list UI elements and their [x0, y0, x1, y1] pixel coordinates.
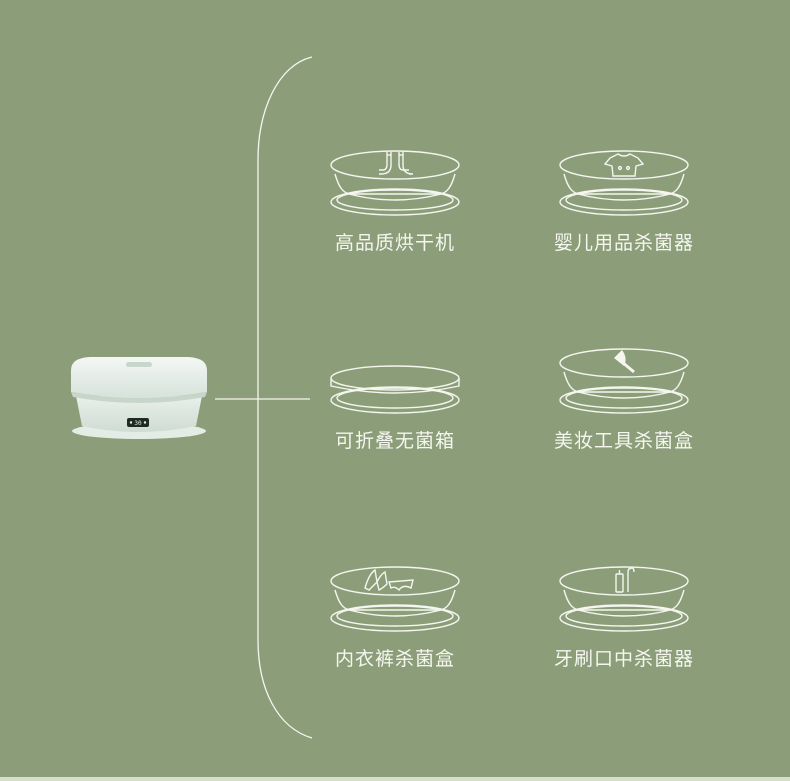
feature-item: 高品质烘干机 — [295, 148, 495, 255]
feature-label: 牙刷口中杀菌器 — [553, 648, 694, 670]
underwear-icon — [330, 566, 460, 632]
feature-label: 可折叠无菌箱 — [334, 430, 455, 452]
feature-item: 婴儿用品杀菌器 — [524, 148, 724, 255]
feature-item: 牙刷口中杀菌器 — [524, 564, 724, 671]
feature-item: 可折叠无菌箱 — [295, 346, 495, 453]
folded-box-icon — [330, 365, 460, 414]
feature-item: 美妆工具杀菌盒 — [524, 346, 724, 453]
feature-label: 美妆工具杀菌盒 — [553, 430, 694, 452]
sterilizer-device-image: 30 — [71, 357, 207, 439]
feature-label: 婴儿用品杀菌器 — [553, 232, 694, 254]
socks-icon — [330, 150, 460, 216]
device-display-text: 30 — [134, 420, 142, 427]
makeup-brush-icon — [559, 348, 689, 414]
feature-label: 高品质烘干机 — [334, 232, 455, 254]
toothbrush-icon — [559, 566, 689, 632]
feature-item: 内衣裤杀菌盒 — [295, 564, 495, 671]
baby-clothes-icon — [559, 150, 689, 216]
feature-label: 内衣裤杀菌盒 — [334, 648, 455, 670]
bottom-divider — [0, 777, 790, 781]
